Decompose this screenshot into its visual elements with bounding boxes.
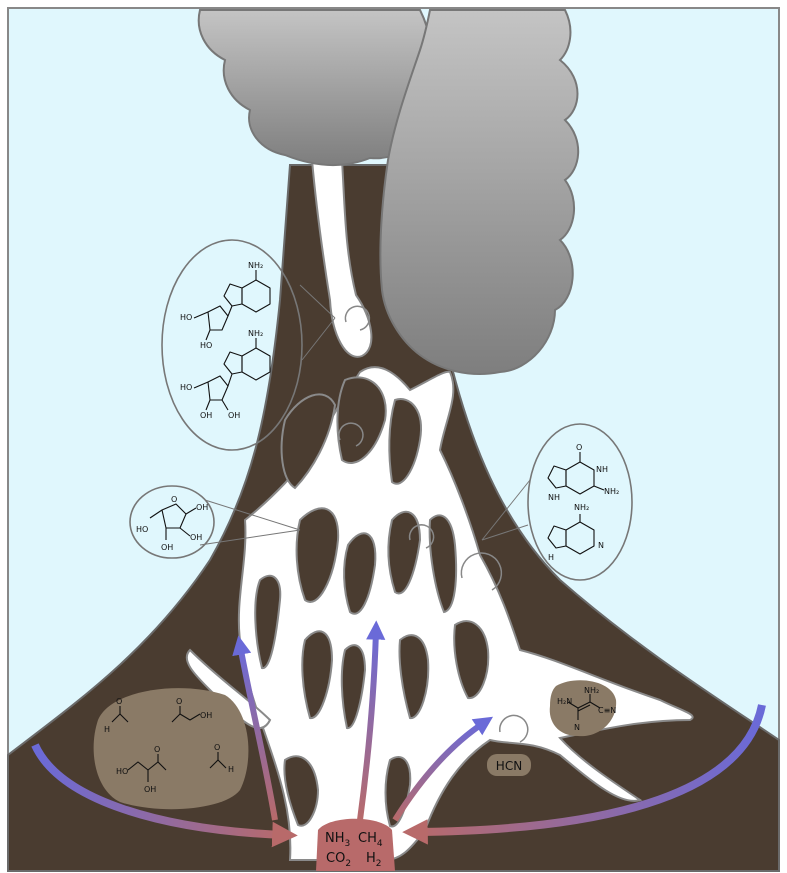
svg-text:OH: OH (200, 711, 212, 720)
svg-text:OH: OH (200, 411, 212, 420)
svg-text:C≡N: C≡N (598, 706, 616, 715)
small-molecules-bubble: O H O OH HO O OH O H (94, 688, 249, 809)
hcn-label: HCN (496, 759, 522, 773)
svg-text:NH: NH (548, 493, 560, 502)
svg-text:O: O (171, 495, 177, 504)
svg-text:H₂N: H₂N (557, 697, 572, 706)
svg-text:OH: OH (190, 533, 202, 542)
svg-text:O: O (176, 697, 182, 706)
svg-text:NH₂: NH₂ (574, 503, 589, 512)
svg-text:HO: HO (116, 767, 128, 776)
svg-text:O: O (214, 743, 220, 752)
svg-text:OH: OH (228, 411, 240, 420)
svg-text:HO: HO (200, 341, 212, 350)
svg-text:HO: HO (136, 525, 148, 534)
svg-text:O: O (576, 443, 582, 452)
svg-text:OH: OH (161, 543, 173, 552)
svg-text:H: H (548, 553, 554, 562)
svg-text:O: O (116, 697, 122, 706)
svg-text:H: H (104, 725, 110, 734)
svg-text:H: H (228, 765, 234, 774)
svg-text:N: N (574, 723, 580, 732)
svg-text:HO: HO (180, 383, 192, 392)
svg-text:O: O (154, 745, 160, 754)
svg-text:NH₂: NH₂ (584, 686, 599, 695)
svg-text:NH₂: NH₂ (604, 487, 619, 496)
svg-text:NH₂: NH₂ (248, 261, 263, 270)
svg-text:N: N (598, 541, 604, 550)
svg-text:NH₂: NH₂ (248, 329, 263, 338)
svg-text:NH: NH (596, 465, 608, 474)
svg-text:OH: OH (144, 785, 156, 794)
svg-text:OH: OH (196, 503, 208, 512)
svg-text:HO: HO (180, 313, 192, 322)
